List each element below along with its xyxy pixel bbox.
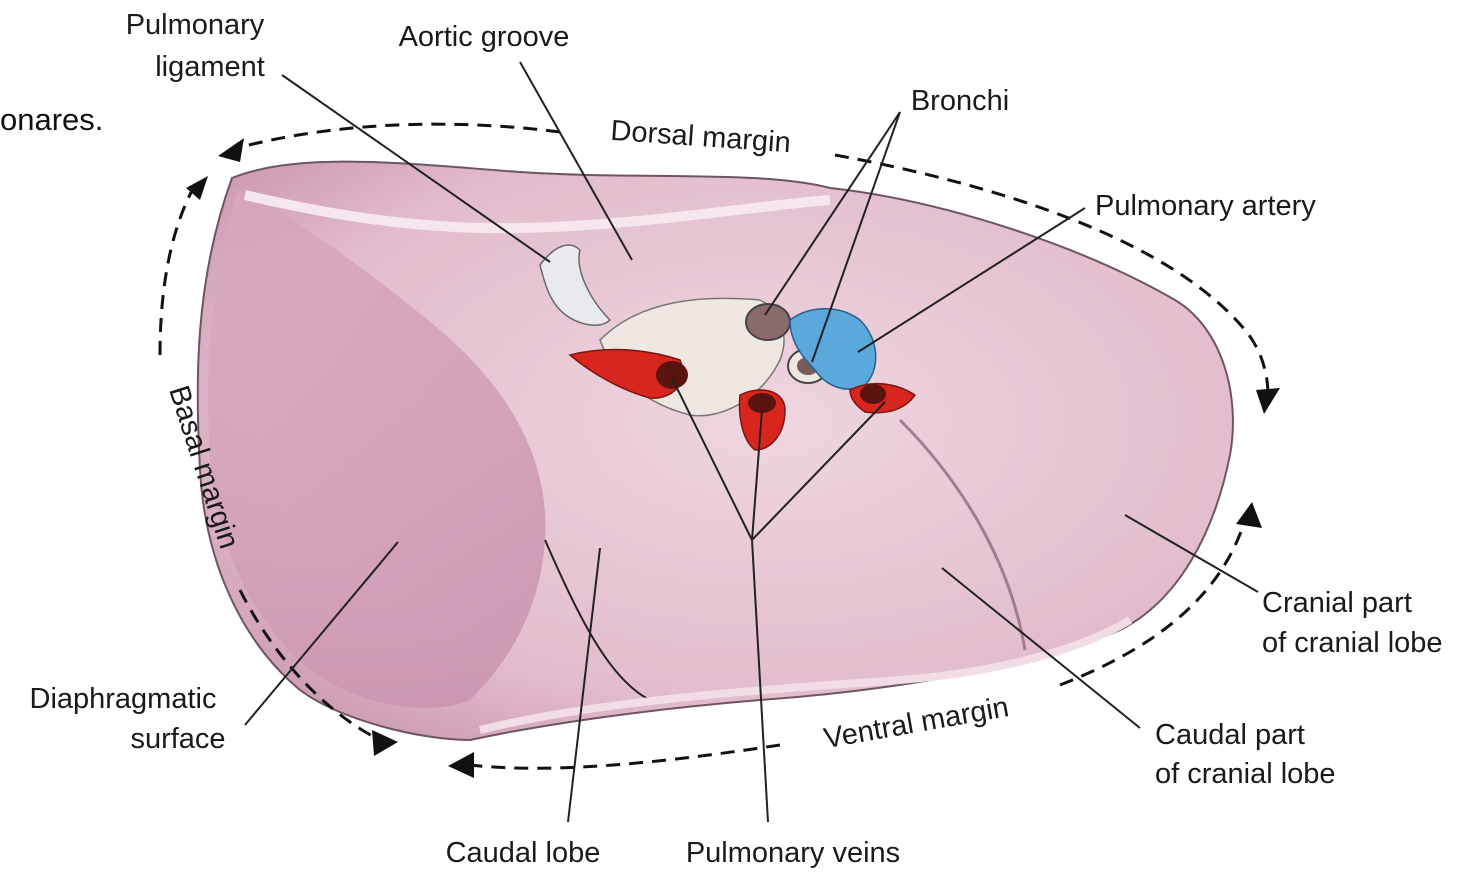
dorsal-margin-arrowhead-right xyxy=(1256,388,1280,414)
label-pulmonary-veins: Pulmonary veins xyxy=(686,837,900,869)
label-cranial-part-line2: of cranial lobe xyxy=(1262,627,1443,659)
ventral-margin-arrow-left xyxy=(470,745,780,768)
slide-fragment-text: onares. xyxy=(0,102,103,137)
basal-margin-arrowhead-bottom xyxy=(372,730,398,756)
label-caudal-lobe: Caudal lobe xyxy=(446,837,601,869)
label-diaphragmatic-surface-line2: surface xyxy=(130,723,225,755)
pulmonary-vein-3-opening xyxy=(860,384,886,404)
label-dorsal-margin: Dorsal margin xyxy=(609,115,791,160)
label-pulmonary-artery: Pulmonary artery xyxy=(1095,190,1316,222)
ventral-margin-arrowhead-left xyxy=(448,752,474,778)
label-aortic-groove: Aortic groove xyxy=(399,21,570,53)
basal-margin-arrow-top xyxy=(160,185,195,355)
label-diaphragmatic-surface-line1: Diaphragmatic xyxy=(30,683,217,715)
label-pulmonary-ligament-line1: Pulmonary xyxy=(126,9,265,41)
pulmonary-vein-1-opening xyxy=(656,361,688,389)
ventral-margin-arrowhead-right xyxy=(1236,502,1262,528)
label-caudal-part-line1: Caudal part xyxy=(1155,719,1305,751)
label-pulmonary-ligament-line2: ligament xyxy=(155,51,265,83)
dorsal-margin-arrow-left xyxy=(230,124,560,150)
dorsal-margin-arrowhead-left xyxy=(218,138,244,162)
label-ventral-margin: Ventral margin xyxy=(822,691,1012,755)
label-cranial-part-line1: Cranial part xyxy=(1262,587,1412,619)
label-caudal-part-line2: of cranial lobe xyxy=(1155,758,1336,790)
label-bronchi: Bronchi xyxy=(911,85,1009,117)
